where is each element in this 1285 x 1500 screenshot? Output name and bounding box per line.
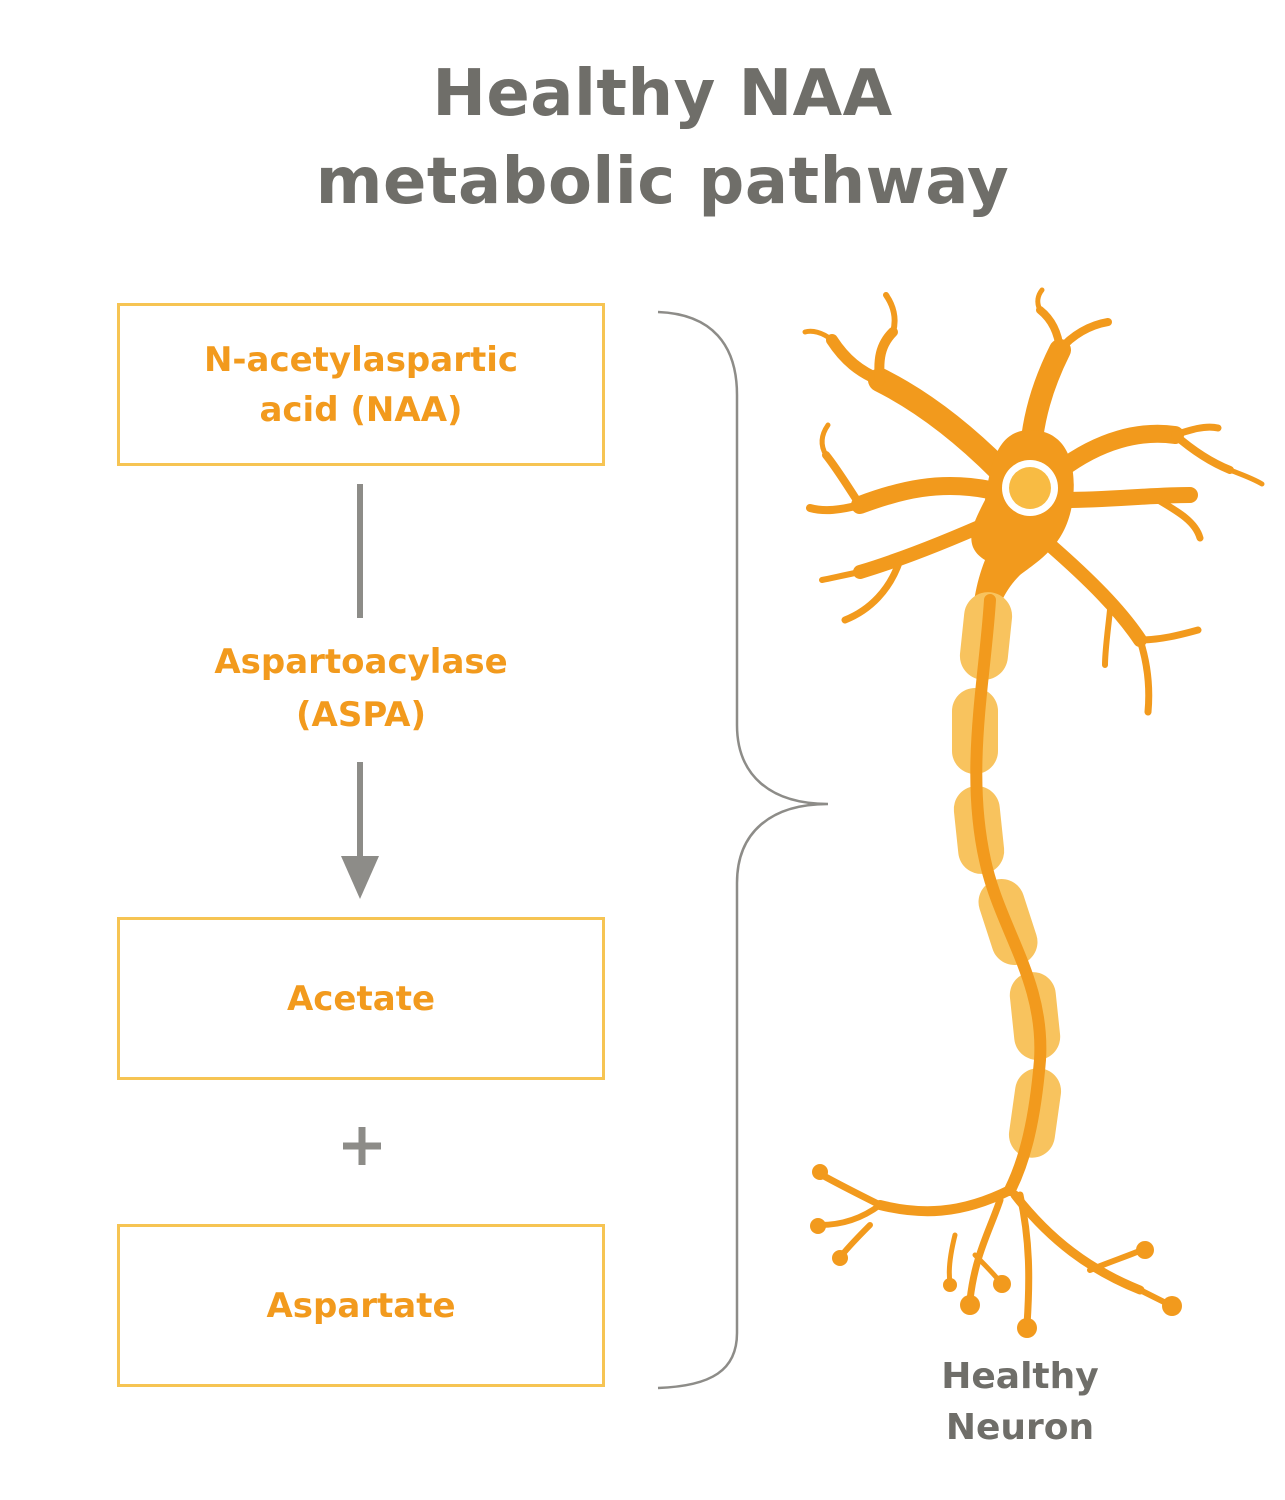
neuron-label-line-1: Healthy: [941, 1356, 1099, 1397]
naa-label-line-1: N-acetylaspartic: [203, 339, 519, 380]
axon: [970, 594, 1047, 1196]
diagram-title-line-2: metabolic pathway: [315, 145, 1010, 219]
aspartate-label: Aspartate: [266, 1285, 456, 1326]
aspartate-box: Aspartate: [117, 1224, 605, 1387]
naa-box: N-acetylaspartic acid (NAA): [117, 303, 605, 466]
plus-sign: +: [343, 1127, 381, 1165]
neuron-label-line-2: Neuron: [945, 1407, 1095, 1448]
acetate-box: Acetate: [117, 917, 605, 1080]
reaction-arrow: [341, 762, 379, 899]
axon-terminals: [817, 1171, 1173, 1329]
neuron-illustration: [802, 287, 1265, 1338]
reaction-arrowhead: [341, 856, 379, 899]
enzyme-label-line-1: Aspartoacylase: [214, 642, 508, 682]
synaptic-knobs: [810, 1164, 1182, 1338]
enzyme-label-line-2: (ASPA): [296, 695, 426, 735]
diagram-title-line-1: Healthy NAA: [432, 57, 893, 131]
acetate-label: Acetate: [286, 978, 436, 1019]
naa-label-line-2: acid (NAA): [259, 389, 463, 430]
nucleus: [1009, 467, 1051, 509]
myelin-sheath: [952, 592, 1062, 1158]
curly-bracket: [657, 310, 829, 1390]
